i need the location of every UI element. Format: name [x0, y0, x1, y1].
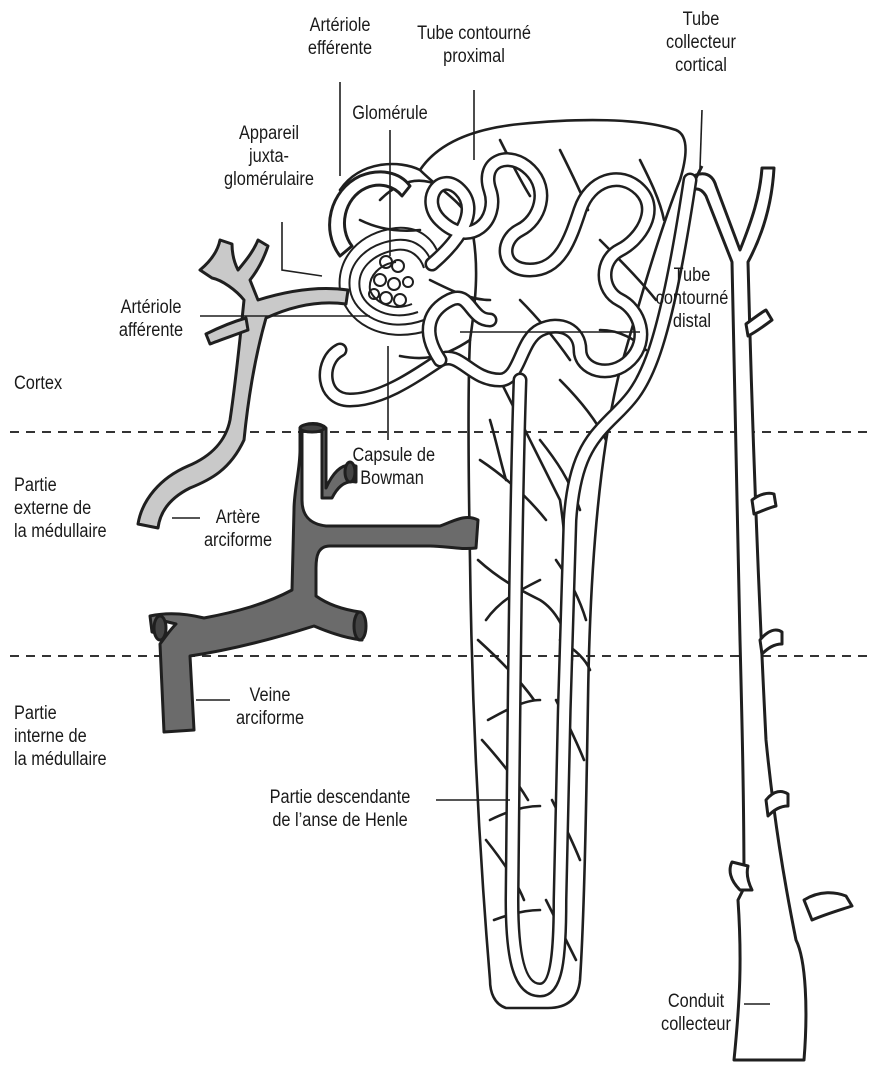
- arterial-tree: [138, 240, 348, 528]
- label-tube-contourne-proximal: Tube contourné proximal: [407, 22, 541, 68]
- label-partie-descendante-anse-henle: Partie descendante de l’anse de Henle: [256, 786, 425, 832]
- convoluted-tubules: [326, 160, 690, 990]
- label-capsule-de-bowman: Capsule de Bowman: [352, 444, 431, 490]
- glomerulus-tuft: [369, 256, 413, 306]
- label-cortex: Cortex: [14, 372, 62, 395]
- label-partie-interne-medullaire: Partie interne de la médullaire: [14, 702, 107, 771]
- efferent-arteriole: [330, 172, 410, 256]
- label-arteriole-afferente: Artériole afférente: [111, 296, 192, 342]
- label-tube-collecteur-cortical: Tube collecteur cortical: [654, 8, 749, 77]
- label-veine-arciforme: Veine arciforme: [229, 684, 312, 730]
- label-arteriole-efferente: Artériole efférente: [299, 14, 382, 60]
- label-tube-contourne-distal: Tube contourné distal: [647, 264, 736, 333]
- label-artere-arciforme: Artère arciforme: [193, 506, 282, 552]
- label-glomerule: Glomérule: [345, 102, 434, 125]
- leader-appareil-juxta: [282, 222, 322, 276]
- label-conduit-collecteur: Conduit collecteur: [653, 990, 739, 1036]
- label-partie-externe-medullaire: Partie externe de la médullaire: [14, 474, 107, 543]
- leader-tube-collecteur: [700, 110, 702, 168]
- label-appareil-juxtaglomerulaire: Appareil juxta- glomérulaire: [213, 122, 325, 191]
